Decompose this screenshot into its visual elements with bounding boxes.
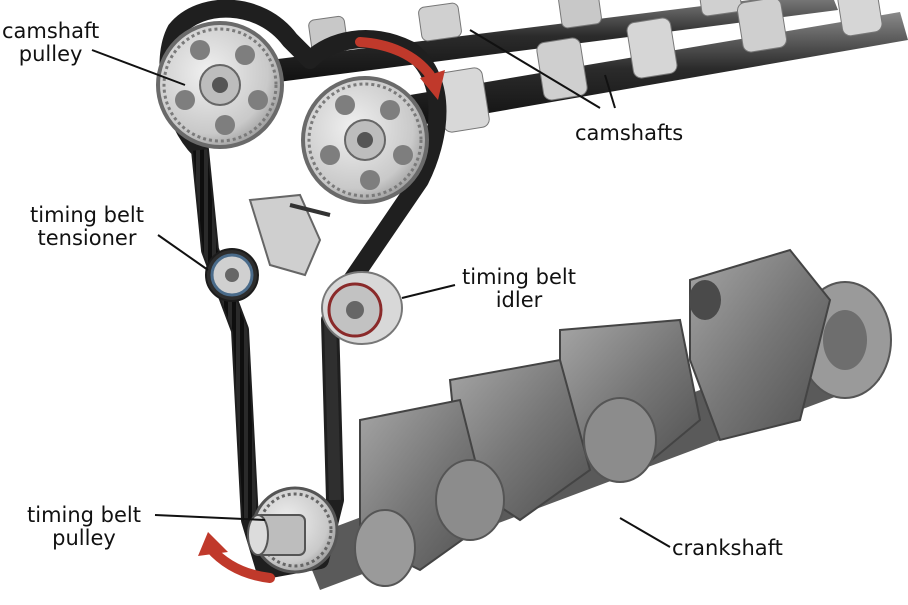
crankshaft-label: crankshaft <box>672 536 783 560</box>
idler-label: timing belt idler <box>462 265 576 312</box>
crank-pulley-illustration <box>247 486 339 574</box>
camshafts-label: camshafts <box>575 121 684 145</box>
tensioner-label: timing belt tensioner <box>30 203 144 250</box>
camshaft-arrow-head <box>420 70 445 100</box>
crankshaft-illustration <box>300 248 892 590</box>
timing-belt-pulley-label: timing belt pulley <box>27 503 141 550</box>
camshaft-pulley-label: camshaft pulley <box>2 19 100 66</box>
right-camshaft-pulley <box>301 76 429 204</box>
front-camshaft <box>410 0 908 133</box>
tensioner-illustration <box>205 193 331 302</box>
idler-illustration <box>321 271 403 345</box>
camshaft-rotation-arrow <box>355 37 435 80</box>
left-camshaft-pulley <box>156 21 284 149</box>
leader-lines <box>91 29 671 548</box>
crank-arrow-head <box>198 532 228 556</box>
